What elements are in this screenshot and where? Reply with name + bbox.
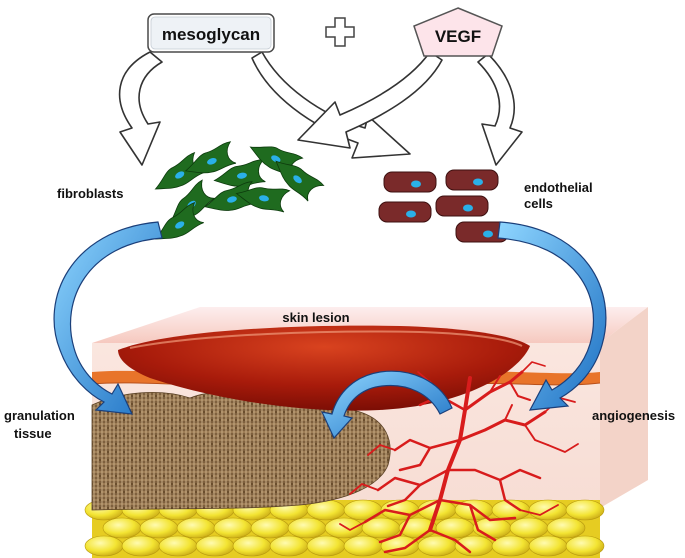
endothelial-label-line2: cells: [524, 196, 553, 211]
endothelial-label-line1: endothelial: [524, 180, 593, 195]
fibroblast-cell: [154, 201, 204, 240]
fat-cell: [509, 517, 549, 539]
vegf-node: VEGF: [413, 7, 503, 57]
arrow-vegf-to-fibroblasts: [297, 51, 443, 149]
fat-cell: [343, 499, 383, 521]
endothelial-cell: [445, 169, 499, 191]
granulation-tissue: [91, 391, 391, 511]
fat-cell: [250, 517, 290, 539]
fat-cell: [324, 517, 364, 539]
fat-cell: [195, 535, 235, 557]
angiogenesis-label: angiogenesis: [592, 408, 675, 423]
arrow-fibroblasts-to-granulation: [53, 221, 163, 415]
arrow-mesoglycan-to-fibroblasts: [118, 51, 163, 166]
arrow-endothelial-to-angiogenesis: [497, 221, 607, 411]
stimulus-arrows: [118, 51, 523, 166]
granulation-label-line1: granulation: [4, 408, 75, 423]
fibroblast-cell: [213, 159, 266, 187]
blue-process-arrows: [53, 221, 607, 440]
endothelial-cell: [378, 201, 432, 223]
plus-icon: [325, 17, 355, 47]
fibroblast-cell: [235, 187, 291, 213]
fat-cell: [158, 535, 198, 557]
fat-cell: [232, 535, 272, 557]
fat-cell: [102, 517, 142, 539]
skin-cross-section: [84, 307, 648, 558]
skin-lesion-label: skin lesion: [282, 310, 349, 325]
endothelial-cell: [435, 195, 489, 217]
vegf-label: VEGF: [435, 27, 481, 46]
arrow-mesoglycan-to-endothelial: [251, 51, 411, 159]
mesoglycan-label: mesoglycan: [162, 25, 260, 44]
fat-layer: [84, 499, 605, 558]
skin-side-face: [600, 307, 648, 508]
fat-cell: [139, 517, 179, 539]
granulation-label-line2: tissue: [14, 426, 52, 441]
fat-cell: [176, 517, 216, 539]
plus-sign: [325, 17, 355, 47]
arrow-angiogenesis-to-granulation: [320, 370, 453, 440]
arrow-vegf-to-endothelial: [477, 53, 523, 166]
fibroblast-cells: [154, 141, 325, 240]
fat-cell: [84, 535, 124, 557]
endothelial-cells: [378, 169, 509, 243]
fat-cell: [528, 535, 568, 557]
fat-cell: [343, 535, 383, 557]
fat-cell: [269, 535, 309, 557]
fat-cell: [491, 535, 531, 557]
fibroblasts-label: fibroblasts: [57, 186, 123, 201]
fat-cell: [213, 517, 253, 539]
fat-cell: [306, 535, 346, 557]
fat-cell: [546, 517, 586, 539]
fat-cell: [121, 535, 161, 557]
fat-cell: [565, 535, 605, 557]
endothelial-cell: [383, 171, 437, 193]
fibroblast-cell: [184, 141, 237, 174]
fat-cell: [287, 517, 327, 539]
fibroblast-cell: [275, 160, 325, 202]
fibroblast-cell: [203, 181, 256, 211]
fat-cell: [565, 499, 605, 521]
mesoglycan-node: mesoglycan: [147, 13, 275, 53]
